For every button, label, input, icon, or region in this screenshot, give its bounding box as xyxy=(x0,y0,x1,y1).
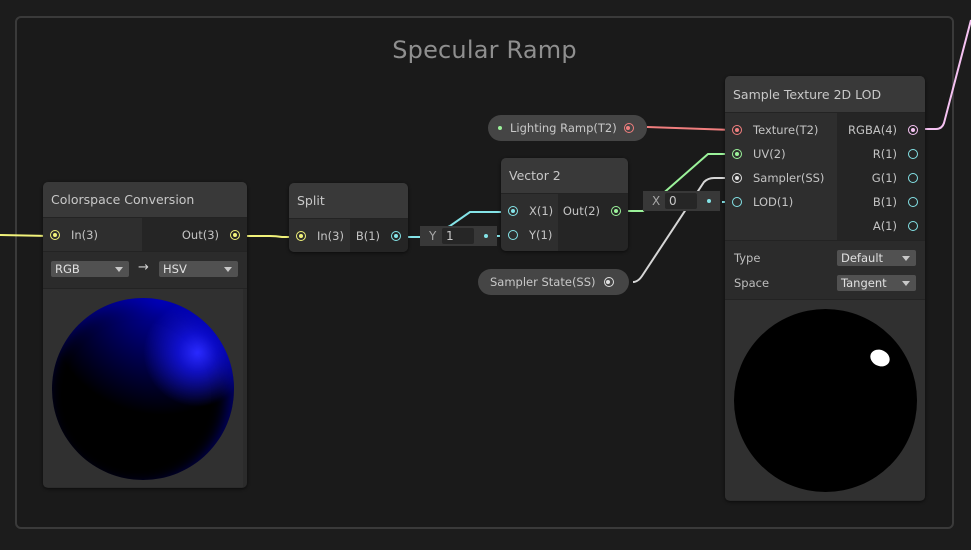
port-label: RGBA(4) xyxy=(848,123,897,137)
type-dropdown[interactable]: Default xyxy=(837,250,916,266)
port-out-a[interactable]: A(1) xyxy=(837,214,925,238)
node-title: Split xyxy=(289,183,408,219)
preview-sphere xyxy=(734,309,917,492)
port-in[interactable]: In(3) xyxy=(43,223,142,247)
port-out-rgba[interactable]: RGBA(4) xyxy=(837,118,925,142)
port-connector-icon[interactable] xyxy=(908,221,918,231)
port-label: Out(2) xyxy=(562,204,600,218)
port-out-b[interactable]: B(1) xyxy=(350,224,408,248)
field-label: Y xyxy=(429,229,437,243)
port-connector-icon[interactable] xyxy=(732,197,742,207)
node-title: Sample Texture 2D LOD xyxy=(725,76,925,113)
field-connector-icon xyxy=(707,199,711,203)
chevron-down-icon xyxy=(115,267,123,272)
group-title[interactable]: Specular Ramp xyxy=(392,36,577,64)
port-connector-icon[interactable] xyxy=(611,206,621,216)
preview-panel xyxy=(43,289,243,487)
vector2-y-inline-field[interactable]: Y 1 xyxy=(420,226,497,246)
node-colorspace-conversion[interactable]: Colorspace Conversion In(3) Out(3) RGB → xyxy=(43,182,247,488)
port-label: B(1) xyxy=(872,195,897,209)
port-label: X(1) xyxy=(529,204,554,218)
port-out[interactable]: Out(2) xyxy=(558,199,628,223)
port-label: Out(3) xyxy=(181,228,219,242)
setting-label-space: Space xyxy=(734,276,770,290)
lod-value-input[interactable]: 0 xyxy=(665,193,697,209)
port-connector-icon[interactable] xyxy=(230,230,240,240)
port-label: Sampler(SS) xyxy=(753,171,825,185)
arrow-right-icon: → xyxy=(138,260,149,275)
space-dropdown[interactable]: Tangent xyxy=(837,275,916,291)
port-label: G(1) xyxy=(871,171,897,185)
chevron-down-icon xyxy=(224,267,232,272)
preview-panel xyxy=(725,300,925,500)
port-label: LOD(1) xyxy=(753,195,794,209)
port-in-sampler[interactable]: Sampler(SS) xyxy=(725,166,837,190)
field-connector-icon xyxy=(484,234,488,238)
property-connector-icon xyxy=(498,126,502,130)
port-in-texture[interactable]: Texture(T2) xyxy=(725,118,837,142)
setting-label-type: Type xyxy=(734,251,761,265)
port-connector-icon[interactable] xyxy=(508,230,518,240)
specular-highlight xyxy=(867,346,893,370)
port-in[interactable]: In(3) xyxy=(289,224,350,248)
port-out-r[interactable]: R(1) xyxy=(837,142,925,166)
chevron-down-icon xyxy=(902,281,910,286)
port-connector-icon[interactable] xyxy=(391,231,401,241)
port-connector-icon[interactable] xyxy=(732,149,742,159)
port-label: R(1) xyxy=(872,147,897,161)
port-label: Y(1) xyxy=(529,228,553,242)
node-sample-texture-2d-lod[interactable]: Sample Texture 2D LOD Texture(T2) UV(2) … xyxy=(725,76,925,501)
preview-sphere xyxy=(52,298,234,480)
node-split[interactable]: Split In(3) B(1) xyxy=(289,183,408,252)
node-vector2[interactable]: Vector 2 X(1) Y(1) Out(2) xyxy=(501,158,628,251)
port-out[interactable]: Out(3) xyxy=(142,223,247,247)
port-label: In(3) xyxy=(71,228,98,242)
port-in-uv[interactable]: UV(2) xyxy=(725,142,837,166)
property-label: Sampler State(SS) xyxy=(490,275,596,289)
property-label: Lighting Ramp(T2) xyxy=(510,121,617,135)
field-label: X xyxy=(652,194,661,208)
port-label: Texture(T2) xyxy=(753,123,819,137)
property-sampler-state[interactable]: Sampler State(SS) xyxy=(478,269,629,295)
port-out-g[interactable]: G(1) xyxy=(837,166,925,190)
to-colorspace-dropdown[interactable]: HSV xyxy=(159,261,238,277)
port-connector-icon[interactable] xyxy=(732,173,742,183)
port-connector-icon[interactable] xyxy=(732,125,742,135)
port-connector-icon[interactable] xyxy=(296,231,306,241)
port-connector-icon[interactable] xyxy=(908,173,918,183)
port-connector-icon[interactable] xyxy=(508,206,518,216)
port-in-lod[interactable]: LOD(1) xyxy=(725,190,837,214)
port-in-x[interactable]: X(1) xyxy=(501,199,558,223)
port-label: UV(2) xyxy=(753,147,786,161)
node-settings: Type Default Space Tangent xyxy=(725,241,925,300)
node-title: Vector 2 xyxy=(501,158,628,194)
y-value-input[interactable]: 1 xyxy=(442,228,474,244)
port-connector-icon[interactable] xyxy=(908,197,918,207)
port-out-b[interactable]: B(1) xyxy=(837,190,925,214)
chevron-down-icon xyxy=(902,256,910,261)
port-label: A(1) xyxy=(872,219,897,233)
port-connector-icon[interactable] xyxy=(623,123,634,133)
property-lighting-ramp[interactable]: Lighting Ramp(T2) xyxy=(488,115,647,141)
port-connector-icon[interactable] xyxy=(50,230,60,240)
port-label: In(3) xyxy=(317,229,344,243)
port-in-y[interactable]: Y(1) xyxy=(501,223,558,247)
port-connector-icon[interactable] xyxy=(908,125,918,135)
port-connector-icon[interactable] xyxy=(603,277,614,287)
node-title: Colorspace Conversion xyxy=(43,182,247,218)
lod-inline-field[interactable]: X 0 xyxy=(643,191,720,211)
port-label: B(1) xyxy=(355,229,380,243)
port-connector-icon[interactable] xyxy=(908,149,918,159)
from-colorspace-dropdown[interactable]: RGB xyxy=(51,261,129,277)
